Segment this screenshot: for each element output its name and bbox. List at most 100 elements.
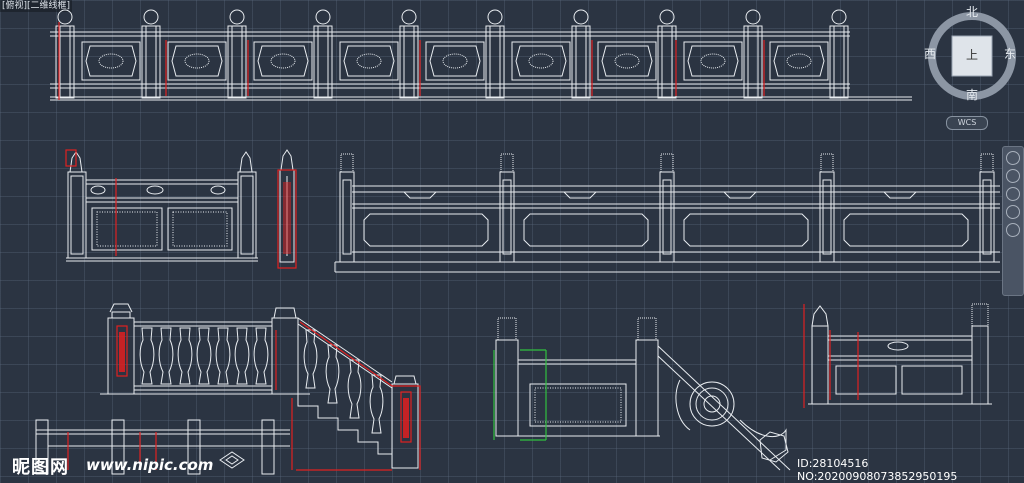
- top-post: [313, 25, 333, 99]
- top-panel-octagon: [601, 45, 653, 77]
- ornate-stair: [495, 317, 791, 471]
- top-panel-carving: [270, 53, 296, 69]
- bottom-fence: [35, 419, 290, 475]
- baluster: [196, 327, 212, 385]
- top-panel-carving: [184, 53, 210, 69]
- viewport-controls-label[interactable]: [俯视][二维线框]: [0, 0, 73, 12]
- mid-post-cap: [820, 153, 834, 173]
- top-post-finial: [745, 9, 761, 25]
- wcs-menu[interactable]: WCS: [946, 116, 988, 130]
- viewcube-top-face[interactable]: 上: [966, 48, 979, 62]
- top-panel: [339, 41, 399, 81]
- top-post: [571, 25, 591, 99]
- top-panel: [253, 41, 313, 81]
- baluster: [139, 327, 155, 385]
- mid-post-cap: [980, 153, 994, 173]
- sloped-baluster: [369, 374, 384, 434]
- top-panel: [683, 41, 743, 81]
- watermark-id: ID:28104516 NO:20200908073852950195: [797, 457, 958, 483]
- top-post-finial: [573, 9, 589, 25]
- steering-wheel-icon[interactable]: [1006, 151, 1020, 165]
- pan-icon[interactable]: [1006, 169, 1020, 183]
- orbit-icon[interactable]: [1006, 205, 1020, 219]
- mid-panel: [683, 213, 809, 247]
- top-post-finial: [659, 9, 675, 25]
- top-post: [227, 25, 247, 99]
- showmotion-icon[interactable]: [1006, 223, 1020, 237]
- top-panel: [597, 41, 657, 81]
- viewcube[interactable]: 北 南 东 西 上: [924, 6, 1020, 102]
- mid-panel: [843, 213, 969, 247]
- compass-east[interactable]: 东: [1004, 47, 1017, 61]
- green-dimension-lines: [493, 349, 547, 441]
- top-post-finial: [401, 9, 417, 25]
- top-post: [743, 25, 763, 99]
- top-post: [141, 25, 161, 99]
- top-panel-octagon: [257, 45, 309, 77]
- top-panel-octagon: [773, 45, 825, 77]
- top-panel-octagon: [429, 45, 481, 77]
- top-panel: [81, 41, 141, 81]
- mid-post-cap: [660, 153, 674, 173]
- mid-panel: [523, 213, 649, 247]
- top-panel-octagon: [171, 45, 223, 77]
- top-post: [829, 25, 849, 99]
- top-panel-carving: [614, 53, 640, 69]
- mid-post-cap: [500, 153, 514, 173]
- red-ornaments: [119, 182, 409, 438]
- mid-left-railing: [66, 151, 258, 262]
- top-panel: [769, 41, 829, 81]
- mid-post-inner: [822, 179, 832, 255]
- top-post: [485, 25, 505, 99]
- compass-ring-icon: [928, 12, 1016, 100]
- stair-balustrade: [100, 303, 419, 469]
- top-panel-carving: [528, 53, 554, 69]
- sloped-baluster: [303, 329, 318, 389]
- top-post-finial: [143, 9, 159, 25]
- compass-north[interactable]: 北: [966, 5, 979, 19]
- mid-panel: [363, 213, 489, 247]
- mid-post-inner: [502, 179, 512, 255]
- watermark-logo: 昵图网: [12, 457, 69, 478]
- compass-south[interactable]: 南: [966, 88, 979, 102]
- top-panel-carving: [442, 53, 468, 69]
- top-panel-carving: [700, 53, 726, 69]
- mid-right-railing: [334, 153, 1000, 273]
- zoom-icon[interactable]: [1006, 187, 1020, 201]
- top-post: [657, 25, 677, 99]
- sloped-baluster: [347, 359, 362, 419]
- top-panel-octagon: [343, 45, 395, 77]
- top-railing-elevation: [50, 9, 912, 101]
- baluster: [253, 327, 269, 385]
- baluster: [215, 327, 231, 385]
- top-post-finial: [487, 9, 503, 25]
- mid-post-inner: [342, 179, 352, 255]
- mid-post-inner: [982, 179, 992, 255]
- mid-rail-ornament: [883, 191, 917, 199]
- top-post: [55, 25, 75, 99]
- top-post-finial: [57, 9, 73, 25]
- baluster: [177, 327, 193, 385]
- mid-post-cap: [340, 153, 354, 173]
- watermark-site: www.nipic.com: [86, 456, 214, 474]
- mid-rail-ornament: [563, 191, 597, 199]
- top-panel-carving: [98, 53, 124, 69]
- top-post: [399, 25, 419, 99]
- sloped-baluster: [325, 344, 340, 404]
- mid-post: [339, 171, 355, 263]
- top-panel-octagon: [687, 45, 739, 77]
- compass-west[interactable]: 西: [924, 47, 937, 61]
- top-post-finial: [315, 9, 331, 25]
- top-panel-carving: [356, 53, 382, 69]
- top-post-finial: [831, 9, 847, 25]
- mid-rail-ornament: [403, 191, 437, 199]
- top-panel-octagon: [85, 45, 137, 77]
- baluster: [234, 327, 250, 385]
- top-panel-octagon: [515, 45, 567, 77]
- baluster: [158, 327, 174, 385]
- mid-post-inner: [662, 179, 672, 255]
- top-panel-carving: [786, 53, 812, 69]
- red-dimension-lines: [58, 22, 859, 471]
